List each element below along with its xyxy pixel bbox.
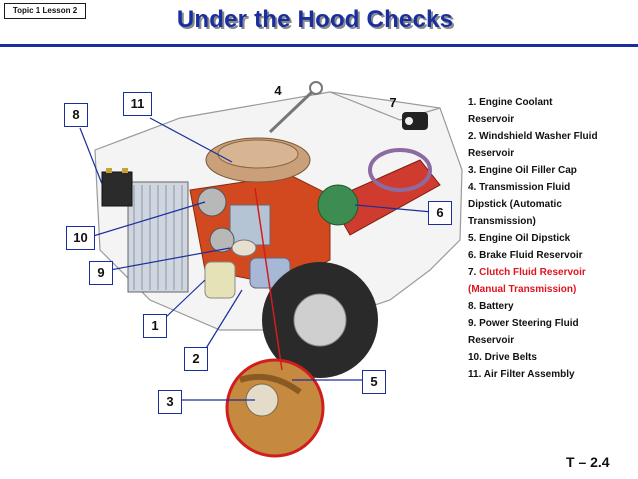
title-underline	[0, 44, 638, 47]
callout-9: 9	[89, 261, 113, 285]
legend-line: Transmission)	[468, 216, 536, 227]
legend: 1. Engine Coolant Reservoir 2. Windshiel…	[468, 94, 636, 383]
legend-line: 2. Windshield Washer Fluid	[468, 131, 598, 142]
legend-line-clutch: 7. Clutch Fluid Reservoir	[468, 264, 636, 281]
power-steering-reservoir	[231, 239, 257, 257]
topic-tag: Topic 1 Lesson 2	[4, 3, 86, 19]
legend-line: 1. Engine Coolant	[468, 97, 553, 108]
pulley-upper	[197, 187, 227, 217]
callout-3: 3	[158, 390, 182, 414]
callout-11: 11	[123, 92, 152, 116]
legend-line: 11. Air Filter Assembly	[468, 369, 575, 380]
legend-line: (Manual Transmission)	[468, 284, 577, 295]
pulley-lower	[209, 227, 235, 253]
legend-line: 5. Engine Oil Dipstick	[468, 233, 571, 244]
callout-7: 7	[389, 95, 397, 110]
legend-line: Reservoir	[468, 148, 515, 159]
legend-line: 9. Power Steering Fluid	[468, 318, 579, 329]
callout-4: 4	[274, 83, 282, 98]
brake-booster	[317, 184, 359, 226]
callout-10: 10	[66, 226, 95, 250]
callout-5: 5	[362, 370, 386, 394]
legend-highlight: Clutch Fluid Reservoir	[479, 267, 586, 278]
callout-1: 1	[143, 314, 167, 338]
callout-2: 2	[184, 347, 208, 371]
legend-line: 10. Drive Belts	[468, 352, 537, 363]
page-title: Under the Hood Checks	[176, 6, 454, 33]
legend-line: Reservoir	[468, 114, 515, 125]
transmission-dipstick	[268, 90, 314, 134]
legend-line: Dipstick (Automatic	[468, 199, 562, 210]
steering-wheel	[368, 148, 432, 192]
callout-8: 8	[64, 103, 88, 127]
legend-line: 8. Battery	[468, 301, 514, 312]
legend-line: 6. Brake Fluid Reservoir	[468, 250, 583, 261]
legend-number: 7.	[468, 267, 480, 278]
clutch-reservoir-icon	[402, 112, 428, 130]
legend-line: Reservoir	[468, 335, 515, 346]
legend-line: 4. Transmission Fluid	[468, 182, 571, 193]
slide-code: T – 2.4	[566, 454, 610, 470]
coolant-reservoir	[204, 261, 236, 299]
windshield-outline	[329, 91, 441, 121]
legend-line: 3. Engine Oil Filler Cap	[468, 165, 577, 176]
battery	[101, 171, 133, 207]
callout-6: 6	[428, 201, 452, 225]
